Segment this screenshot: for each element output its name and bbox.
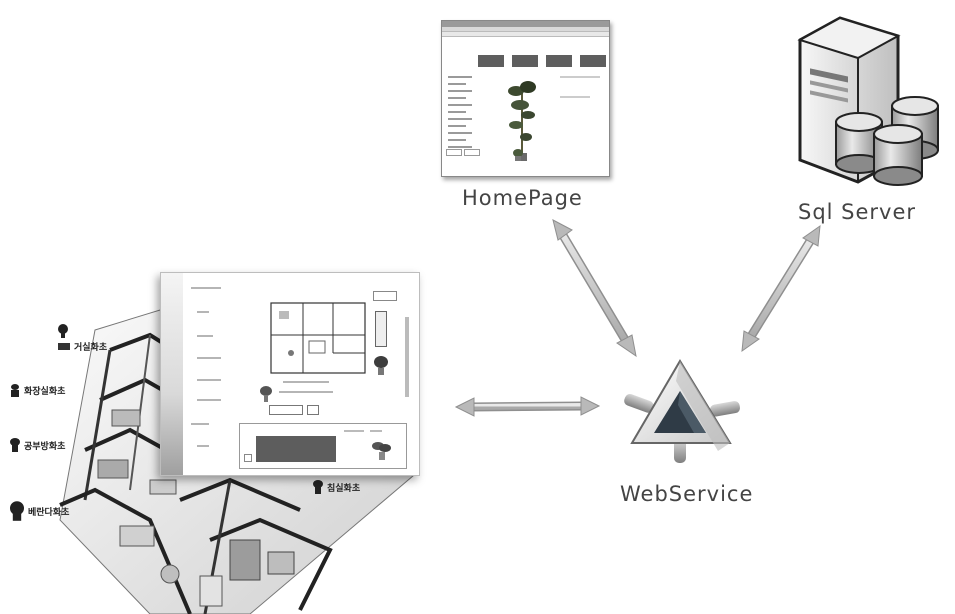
webservice-triangle-icon: [624, 359, 741, 463]
app-button[interactable]: [307, 405, 319, 415]
window-menubar: [442, 27, 609, 32]
plant-icon: [513, 149, 523, 161]
room-label-bedroom: 침실화초: [313, 480, 360, 494]
room-label-veranda: 베란다화초: [10, 500, 69, 522]
homepage-banner-image: [580, 55, 606, 67]
server-icon: [797, 16, 939, 186]
sql-server-label: Sql Server: [798, 200, 917, 224]
app-chart-panel: [239, 423, 407, 469]
homepage-banner-image: [512, 55, 538, 67]
app-screenshot: [160, 272, 420, 476]
room-label-living: 거실화초: [58, 324, 107, 353]
homepage-screenshot: [441, 20, 610, 177]
plant-icon: [372, 442, 391, 460]
floor-plan-thumbnail: [270, 302, 366, 374]
window-toolbar: [442, 32, 609, 37]
app-button[interactable]: [373, 291, 397, 301]
app-input[interactable]: [269, 405, 303, 415]
arrow-app-webservice: [454, 396, 601, 417]
homepage-banner-image: [478, 55, 504, 67]
room-label-bathroom: 화장실화초: [10, 383, 65, 397]
plant-icon: [313, 480, 323, 494]
arrow-homepage-webservice: [552, 219, 637, 358]
room-label-study: 공부방화초: [10, 438, 65, 452]
window-titlebar: [442, 21, 609, 27]
arrow-sqlserver-webservice: [741, 224, 821, 353]
webservice-label: WebService: [620, 482, 754, 506]
homepage-nav-list: [448, 76, 476, 153]
plant-icon: [10, 438, 20, 452]
plant-icon: [374, 356, 388, 375]
database-cylinders-icon: [835, 96, 939, 186]
plant-icon: [10, 501, 24, 521]
plant-icon: [508, 81, 536, 161]
homepage-banner-image: [546, 55, 572, 67]
homepage-label: HomePage: [462, 186, 583, 210]
plant-icon: [11, 384, 19, 397]
app-scrollbar[interactable]: [405, 317, 409, 397]
app-preview-box: [375, 311, 387, 347]
plant-icon: [260, 386, 272, 402]
plant-icon: [58, 324, 68, 338]
app-side-gradient: [161, 273, 183, 475]
app-chart-area: [256, 436, 336, 462]
